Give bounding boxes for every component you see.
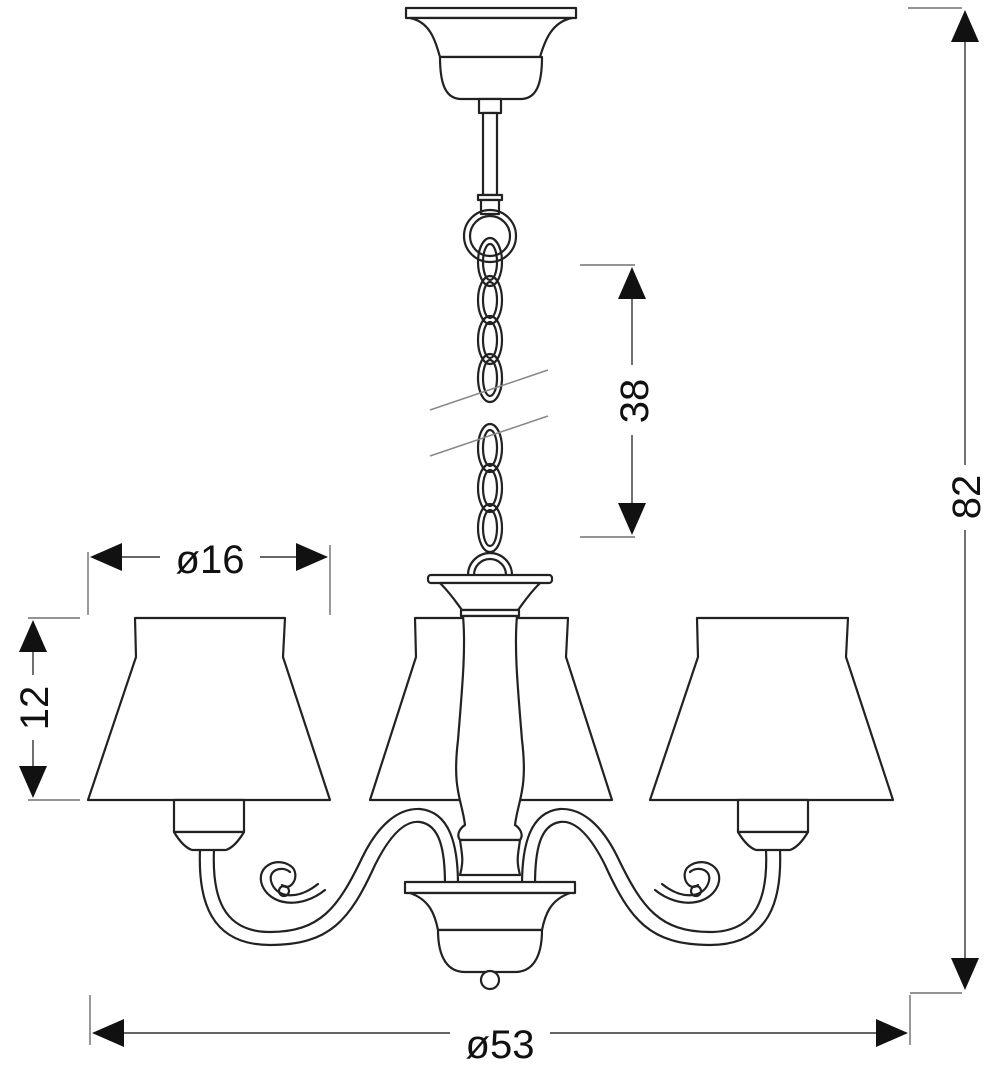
chain-link [476, 274, 504, 326]
chain-link [476, 352, 504, 404]
chain-link [476, 422, 504, 474]
chain-link [476, 314, 504, 366]
chain-link [476, 236, 504, 288]
chain-link [481, 280, 499, 320]
chain-link [481, 320, 499, 360]
ceiling-canopy [404, 6, 578, 264]
chain-break [429, 369, 549, 457]
dimension-shade-diameter: ø16 [87, 535, 331, 615]
chain-link [481, 242, 499, 282]
arms [198, 807, 782, 947]
chain-link [476, 462, 504, 514]
total-height-label: 82 [945, 475, 989, 520]
lamp-shade-right [648, 616, 895, 852]
shade-height-label: 12 [13, 686, 57, 731]
lamp-shade-left [86, 616, 332, 852]
total-diameter-label: ø53 [466, 1023, 535, 1067]
chain-link [481, 358, 499, 398]
dimension-shade-height: 12 [12, 617, 80, 801]
chain-link [481, 508, 499, 548]
dimension-total-height: 82 [908, 7, 990, 994]
chain-link [481, 468, 499, 508]
dimension-total-diameter: ø53 [89, 995, 911, 1067]
chain-length-label: 38 [613, 379, 657, 424]
shade-diameter-label: ø16 [176, 538, 245, 582]
center-column [368, 551, 614, 877]
bottom-bowl [403, 880, 577, 991]
chain-link [481, 428, 499, 468]
chain [476, 236, 504, 554]
dimension-chain-length: 38 [580, 264, 657, 538]
